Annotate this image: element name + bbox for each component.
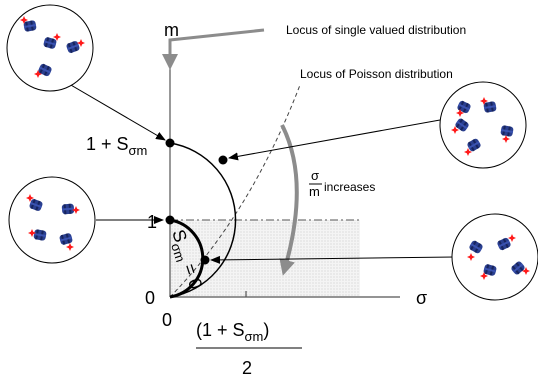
x-tick-denominator: 2 xyxy=(242,358,252,378)
y-tick-top-sub: σm xyxy=(129,143,148,158)
x-axis-label: σ xyxy=(416,288,427,308)
outer-semicircle xyxy=(169,142,237,298)
y-tick-1-label: 1 xyxy=(147,212,157,232)
single-valued-arrow xyxy=(162,28,265,70)
inner-arc-label: Sσm = 0 xyxy=(164,227,206,293)
x-tick-numerator: (1 + Sσm) xyxy=(196,320,269,344)
particle-group-top-left xyxy=(6,4,94,92)
connector-arrow-bottom-right xyxy=(210,255,456,264)
x-tick-num-sub: σm xyxy=(245,329,264,344)
ratio-denominator: m xyxy=(309,184,320,199)
particle-group-top-right xyxy=(439,81,527,169)
increase-arrow xyxy=(279,124,299,276)
y-tick-top-label: 1 + Sσm xyxy=(86,134,147,158)
y-tick-top-prefix: 1 + S xyxy=(86,134,129,154)
poisson-locus-curve xyxy=(169,84,301,298)
particle-group-left xyxy=(8,176,96,264)
point-top xyxy=(165,138,175,148)
point-outer-arc xyxy=(218,155,228,165)
connector-arrow-top-right xyxy=(228,119,441,161)
ratio-numerator: σ xyxy=(311,168,319,183)
point-m1 xyxy=(165,215,175,225)
x-tick-num-suffix: ) xyxy=(263,320,269,340)
poisson-label: Locus of Poisson distribution xyxy=(300,67,453,81)
increases-label: increases xyxy=(324,180,375,194)
inner-arc-prefix: S xyxy=(168,227,191,245)
particle-group-bottom-right xyxy=(451,213,538,301)
single-valued-label: Locus of single valued distribution xyxy=(286,23,466,37)
origin-x-label: 0 xyxy=(162,310,172,330)
x-tick-num-prefix: (1 + S xyxy=(196,320,245,340)
origin-y-label: 0 xyxy=(145,288,155,308)
point-inner-arc xyxy=(200,255,210,265)
y-axis-label: m xyxy=(164,20,179,40)
inner-arc-sub: σm xyxy=(168,241,188,264)
